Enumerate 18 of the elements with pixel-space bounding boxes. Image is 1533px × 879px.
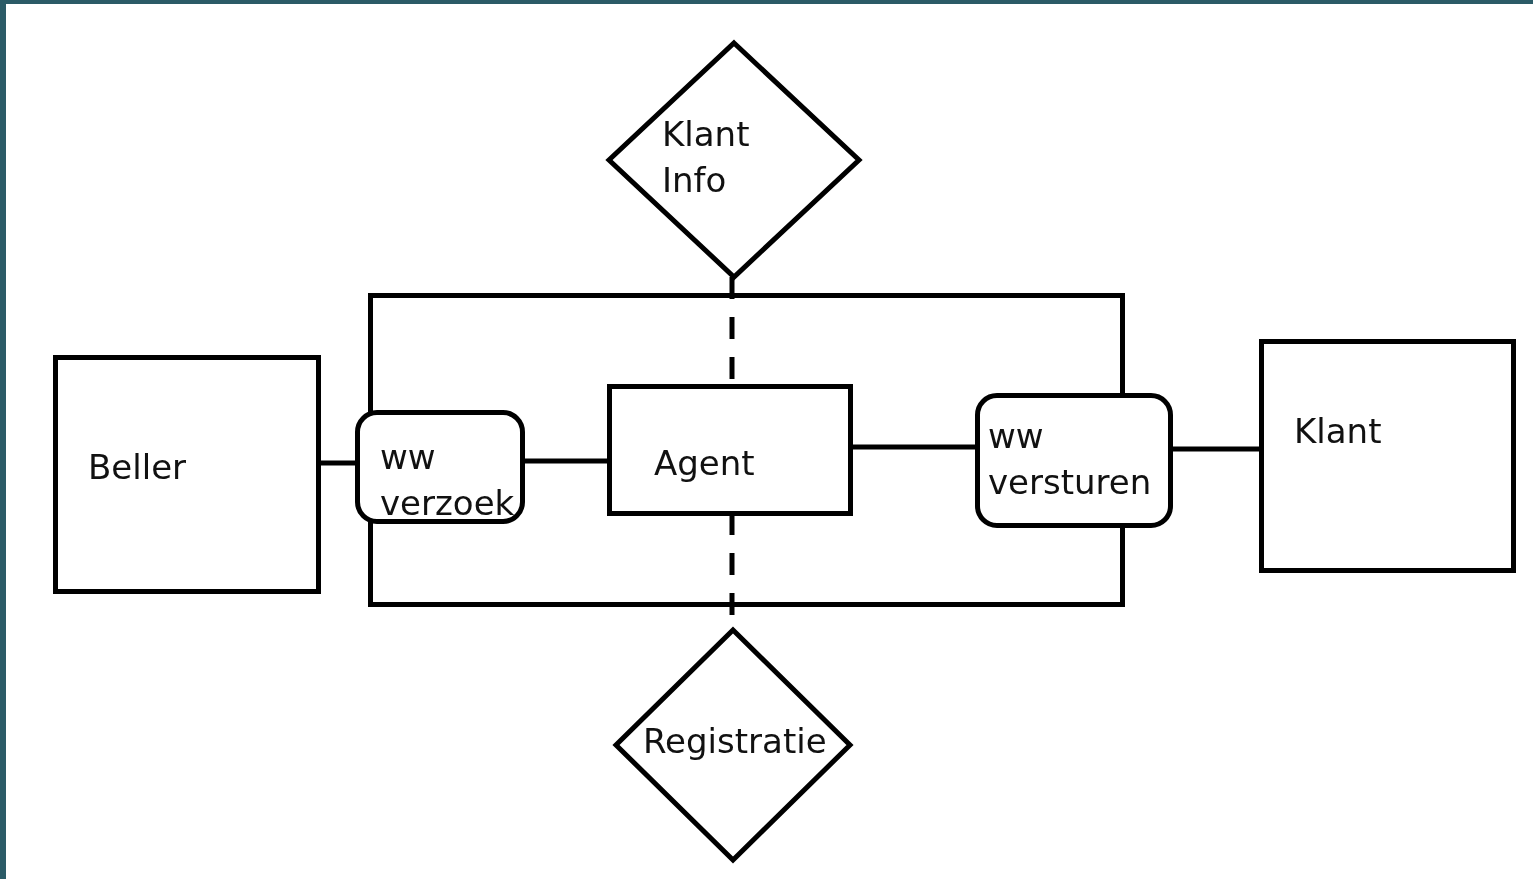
- process-box: [53, 355, 321, 594]
- connector-line: [321, 460, 355, 466]
- node-label: Registratie: [643, 720, 828, 763]
- node-label: ww verzoek: [380, 436, 516, 525]
- process-box: [1259, 339, 1516, 573]
- node-label: Klant Info: [662, 113, 751, 202]
- node-label: Beller: [88, 446, 188, 489]
- node-label: Klant: [1294, 410, 1383, 453]
- node-label: ww versturen: [988, 415, 1153, 504]
- decision-diamond: [613, 627, 853, 863]
- decision-diamond: [606, 40, 862, 280]
- connector-line: [1173, 446, 1259, 452]
- connector-line: [525, 458, 607, 464]
- process-box: [607, 384, 853, 516]
- node-label: Agent: [654, 442, 756, 485]
- rounded-box: [355, 410, 525, 524]
- connector-line: [853, 444, 975, 450]
- rounded-box: [975, 393, 1173, 528]
